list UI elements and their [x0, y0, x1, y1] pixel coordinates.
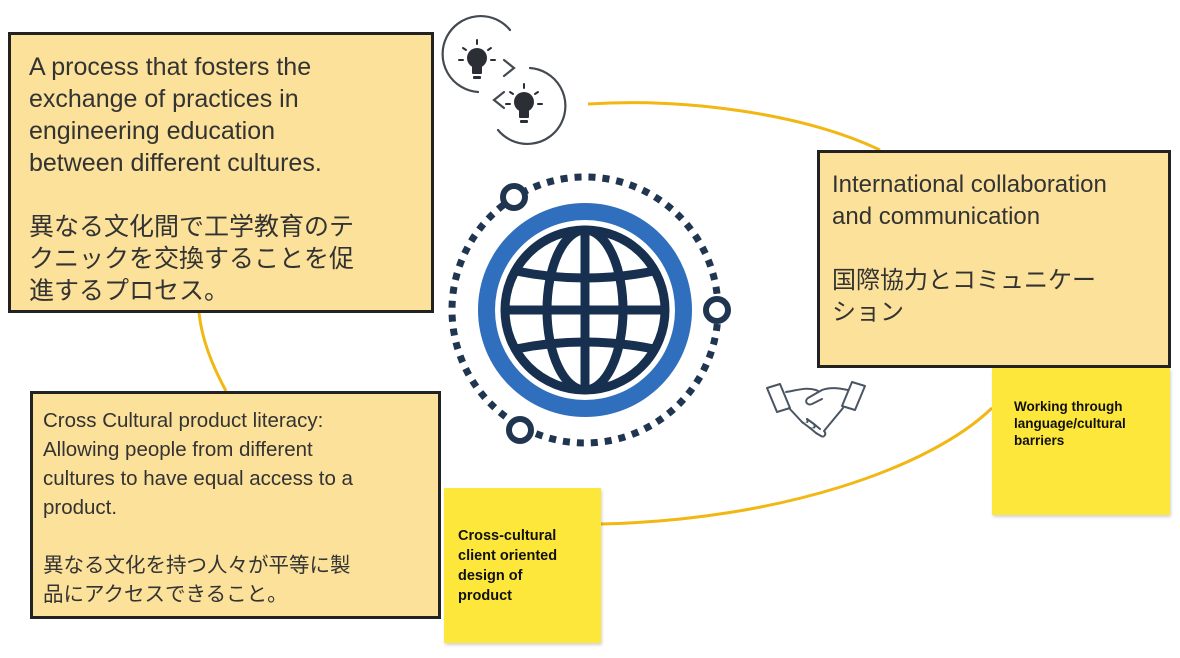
handshake-icon [766, 381, 866, 438]
orbit-node-right [703, 296, 731, 324]
lightbulb-exchange-icon [441, 15, 567, 145]
card-literacy-japanese: 異なる文化を持つ人々が平等に製 品にアクセスできること。 [43, 554, 351, 606]
orbit-node-bottom [506, 416, 534, 444]
sticky-note-client-design: Cross-cultural client oriented design of… [444, 488, 601, 643]
card-intl-english: International collaboration and communic… [832, 171, 1107, 230]
note-language-text: Working through language/cultural barrie… [1014, 399, 1126, 448]
connector-left [197, 312, 228, 392]
connector-top-right [587, 101, 881, 152]
globe-icon [448, 173, 731, 447]
lightbulb-icon-bottom [514, 92, 534, 123]
globe-lines [500, 225, 670, 395]
orbit-node-top [500, 183, 528, 211]
card-exchange-english: A process that fosters the exchange of p… [29, 53, 322, 177]
card-product-literacy: Cross Cultural product literacy: Allowin… [30, 391, 441, 619]
card-intl-japanese: 国際協力とコミュニケー ション [832, 267, 1096, 326]
card-exchange-japanese: 異なる文化間で工学教育のテ クニックを交換することを促 進するプロセス。 [29, 213, 355, 305]
sticky-note-language-barriers: Working through language/cultural barrie… [992, 368, 1170, 515]
lightbulb-icon-top [467, 48, 487, 79]
note-design-text: Cross-cultural client oriented design of… [458, 528, 558, 604]
card-international-collaboration: International collaboration and communic… [817, 150, 1171, 368]
card-literacy-english: Cross Cultural product literacy: Allowin… [43, 409, 353, 519]
connector-bottom-right [600, 406, 994, 526]
card-exchange-of-practices: A process that fosters the exchange of p… [8, 32, 434, 313]
